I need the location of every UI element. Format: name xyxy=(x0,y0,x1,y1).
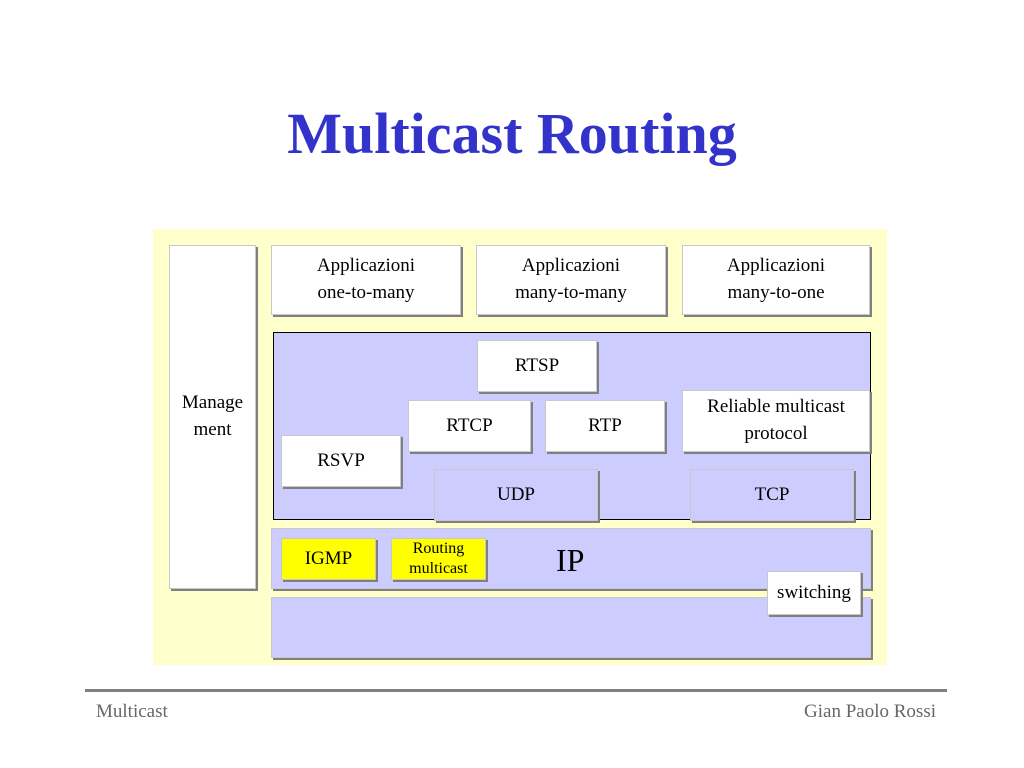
udp-box: UDP xyxy=(434,469,598,521)
app-label-line2: many-to-many xyxy=(515,282,627,303)
rtsp-box: RTSP xyxy=(477,340,597,392)
footer-right: Gian Paolo Rossi xyxy=(804,701,936,722)
management-label-line1: Manage xyxy=(181,392,244,414)
management-box: Manage ment xyxy=(169,245,256,589)
rtp-box: RTP xyxy=(545,400,665,452)
management-label-line2: ment xyxy=(193,419,232,440)
igmp-box: IGMP xyxy=(281,538,376,580)
reliable-multicast-box: Reliable multicast protocol xyxy=(682,390,870,452)
routing-multicast-box: Routing multicast xyxy=(391,538,486,580)
footer-left: Multicast xyxy=(96,701,168,722)
reliable-label-line1: Reliable multicast xyxy=(707,396,845,418)
switching-box: switching xyxy=(767,571,861,615)
app-box-one-to-many: Applicazioni one-to-many xyxy=(271,245,461,315)
routing-label-line1: Routing xyxy=(412,540,465,557)
routing-label-line2: multicast xyxy=(409,560,468,577)
app-label-line1: Applicazioni xyxy=(316,255,416,277)
ip-label: IP xyxy=(556,542,585,578)
rtcp-box: RTCP xyxy=(408,400,531,452)
app-label-line2: many-to-one xyxy=(727,282,825,303)
app-box-many-to-one: Applicazioni many-to-one xyxy=(682,245,870,315)
app-label-line1: Applicazioni xyxy=(521,255,621,277)
rsvp-box: RSVP xyxy=(281,435,401,487)
reliable-label-line2: protocol xyxy=(744,423,808,444)
tcp-box: TCP xyxy=(690,469,854,521)
slide-title: Multicast Routing xyxy=(287,101,737,166)
app-label-line2: one-to-many xyxy=(317,282,415,303)
app-label-line1: Applicazioni xyxy=(726,255,826,277)
app-box-many-to-many: Applicazioni many-to-many xyxy=(476,245,666,315)
footer-divider xyxy=(85,689,947,692)
